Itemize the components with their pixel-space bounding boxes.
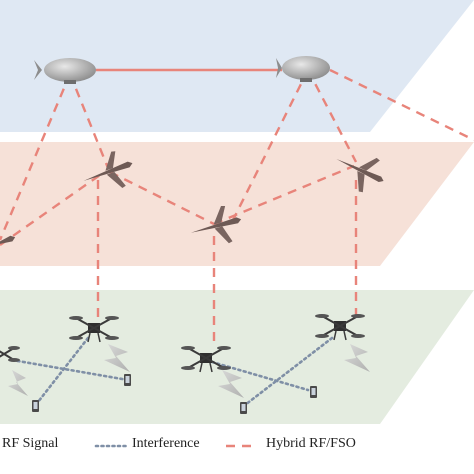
fixed-wing-uav-center-icon — [190, 205, 242, 244]
ground-device-2-icon — [32, 400, 39, 412]
rf-signal-bolts — [8, 344, 370, 398]
ground-layer — [0, 290, 474, 424]
legend-rf-signal-label: RF Signal — [2, 436, 59, 451]
quadcopter-3-icon — [181, 346, 231, 373]
quadcopter-2-icon — [315, 314, 365, 341]
legend-hybrid-label: Hybrid RF/FSO — [266, 436, 356, 451]
blimp-right-icon — [276, 56, 330, 82]
blimp-left-icon — [34, 58, 96, 84]
high-altitude-layer — [0, 0, 474, 132]
legend-interference-label: Interference — [132, 436, 200, 451]
quadcopter-edge-icon — [0, 346, 20, 362]
ground-device-4-icon — [310, 386, 317, 398]
ground-device-3-icon — [240, 402, 247, 414]
fixed-wing-uav-right-icon — [336, 157, 384, 193]
fixed-wing-uav-edge-icon — [0, 235, 16, 246]
hybrid-links — [0, 68, 474, 348]
mid-altitude-layer — [0, 142, 474, 266]
quadcopter-1-icon — [69, 316, 119, 343]
ground-device-1-icon — [124, 374, 131, 386]
fixed-wing-uav-left-icon — [83, 151, 133, 189]
